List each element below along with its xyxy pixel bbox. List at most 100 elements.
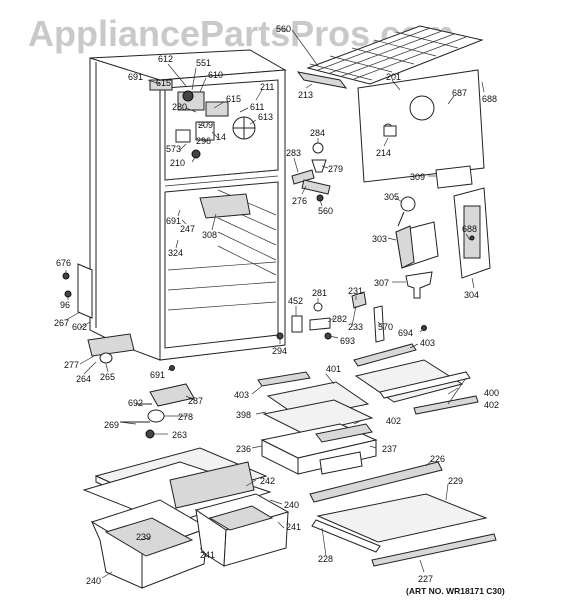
crisper-drawer-240-left — [90, 499, 210, 589]
label-687: 687 — [452, 88, 467, 98]
label-611: 611 — [250, 102, 264, 112]
freezer-wire-shelf — [306, 25, 484, 85]
label-242: 242 — [260, 476, 275, 486]
label-402: 402 — [484, 400, 499, 410]
label-214: 214 — [376, 148, 391, 158]
thermostat-knob-305 — [397, 196, 416, 227]
label-294: 294 — [272, 346, 287, 356]
air-duct-307 — [405, 271, 433, 299]
label-303: 303 — [372, 234, 387, 244]
label-280: 280 — [172, 102, 187, 112]
label-210: 210 — [170, 158, 185, 168]
crisper-cover-242 — [82, 447, 272, 525]
shelf-trim-403-left — [257, 371, 311, 387]
center-hardware — [276, 291, 427, 343]
label-267: 267 — [54, 318, 69, 328]
label-229: 229 — [448, 476, 463, 486]
label-281: 281 — [312, 288, 327, 298]
label-231: 231 — [348, 286, 363, 296]
label-308: 308 — [202, 230, 217, 240]
label-14: 14 — [216, 132, 226, 142]
label-551: 551 — [196, 58, 211, 68]
label-693: 693 — [340, 336, 355, 346]
damper-parts — [291, 142, 331, 202]
shelf-trim-403-top — [353, 343, 417, 367]
glass-shelf-400 — [354, 359, 479, 415]
art-number: (ART NO. WR18171 C30) — [406, 586, 505, 596]
label-265: 265 — [100, 372, 115, 382]
label-688: 688 — [482, 94, 497, 104]
label-613: 613 — [258, 112, 273, 122]
label-228: 228 — [318, 554, 333, 564]
label-236: 236 — [236, 444, 251, 454]
label-307: 307 — [374, 278, 389, 288]
label-398: 398 — [236, 410, 251, 420]
lower-hardware — [120, 365, 195, 439]
label-279: 279 — [328, 164, 343, 174]
label-304: 304 — [464, 290, 479, 300]
label-694: 694 — [398, 328, 413, 338]
label-96: 96 — [60, 300, 70, 310]
crisper-drawer-240-right — [194, 493, 290, 567]
label-691-c: 691 — [150, 370, 165, 380]
control-housing-303 — [395, 221, 439, 269]
label-691-b: 691 — [166, 216, 181, 226]
label-263: 263 — [172, 430, 187, 440]
label-692: 692 — [128, 398, 143, 408]
label-284: 284 — [310, 128, 325, 138]
label-309: 309 — [410, 172, 425, 182]
label-570: 570 — [378, 322, 393, 332]
label-400: 400 — [484, 388, 499, 398]
label-233: 233 — [348, 322, 363, 332]
label-209: 209 — [198, 120, 213, 130]
label-283: 283 — [286, 148, 301, 158]
label-452: 452 — [288, 296, 303, 306]
label-201: 201 — [386, 72, 401, 82]
label-324: 324 — [168, 248, 183, 258]
label-610: 610 — [208, 70, 223, 80]
evaporator-cover-201 — [357, 69, 485, 183]
label-227: 227 — [418, 574, 433, 584]
glass-shelf-401 — [262, 381, 374, 435]
label-282: 282 — [332, 314, 347, 324]
label-276: 276 — [292, 196, 307, 206]
control-label-309 — [435, 165, 473, 189]
label-573: 573 — [166, 144, 181, 154]
label-277: 277 — [64, 360, 79, 370]
label-615-b: 615 — [226, 94, 241, 104]
label-264: 264 — [76, 374, 91, 384]
label-240: 240 — [284, 500, 299, 510]
label-237: 237 — [382, 444, 397, 454]
label-241: 241 — [286, 522, 301, 532]
part-labels: 560 612 551 691 615 610 615 211 280 611 … — [54, 24, 499, 586]
pan-drawer-236 — [260, 423, 378, 475]
label-241-b: 241 — [200, 550, 215, 560]
label-691: 691 — [128, 72, 143, 82]
evaporator-fan-assembly — [149, 79, 256, 159]
label-403: 403 — [420, 338, 435, 348]
label-211: 211 — [260, 82, 274, 92]
label-402-b: 402 — [386, 416, 401, 426]
shelf-bracket-213 — [296, 71, 348, 89]
crisper-cover-parts — [309, 461, 497, 567]
label-287: 287 — [188, 396, 203, 406]
label-269: 269 — [104, 420, 119, 430]
label-226: 226 — [430, 454, 445, 464]
label-278: 278 — [178, 412, 193, 422]
label-247: 247 — [180, 224, 195, 234]
label-560-b: 560 — [318, 206, 333, 216]
label-560: 560 — [276, 24, 291, 34]
label-296: 296 — [196, 136, 211, 146]
label-240-b: 240 — [86, 576, 101, 586]
label-305: 305 — [384, 192, 399, 202]
label-213: 213 — [298, 90, 313, 100]
label-612: 612 — [158, 54, 173, 64]
label-401: 401 — [326, 364, 341, 374]
label-676: 676 — [56, 258, 71, 268]
label-239: 239 — [136, 532, 151, 542]
leader-lines — [65, 29, 485, 579]
label-403-b: 403 — [234, 390, 249, 400]
label-688-b: 688 — [462, 224, 477, 234]
